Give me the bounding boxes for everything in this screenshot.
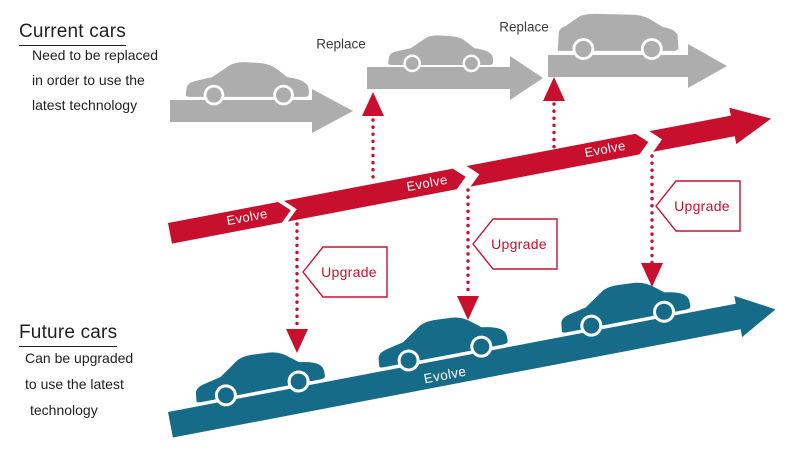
evolve-red-segment-3 [466, 133, 649, 187]
upgrade-tag-3 [655, 180, 741, 232]
current-step-arrow-3 [548, 44, 727, 88]
replace-label-2: Replace [499, 19, 549, 35]
replace-label-1: Replace [316, 36, 366, 52]
evolve-red-arrowhead [649, 107, 772, 152]
replace-up-arrowhead-1 [362, 92, 384, 116]
upgrade-down-arrowhead-1 [286, 329, 308, 353]
future-cars-title: Future cars [19, 322, 118, 347]
current-cars-title: Current cars [19, 21, 126, 46]
current-car-1-icon [184, 60, 311, 106]
future-cars-line-1: Can be upgraded [25, 350, 134, 366]
current-cars-line-3: latest technology [32, 97, 138, 113]
upgrade-label-1: Upgrade [321, 264, 377, 280]
evolve-red-segment-1 [168, 202, 291, 244]
evolve-teal-band [168, 295, 776, 438]
upgrade-tag-1 [302, 246, 388, 298]
current-car-3-icon [556, 12, 680, 60]
evolve-teal-arrow [168, 270, 776, 438]
upgrade-down-arrowhead-3 [641, 263, 663, 287]
current-car-2-icon [387, 34, 495, 73]
upgrade-down-arrowhead-2 [457, 296, 479, 320]
upgrade-label-3: Upgrade [674, 198, 730, 214]
future-cars-line-2: to use the latest [25, 376, 124, 392]
upgrade-label-2: Upgrade [491, 236, 547, 252]
upgrade-tag-2 [472, 218, 558, 270]
evolve-red-segment-2 [283, 168, 466, 222]
evolve-red-arrow [168, 107, 772, 244]
replace-up-arrowhead-2 [543, 77, 565, 101]
future-cars-line-3: technology [30, 402, 98, 418]
current-cars-line-1: Need to be replaced [32, 47, 159, 63]
current-cars-line-2: in order to use the [32, 72, 145, 88]
